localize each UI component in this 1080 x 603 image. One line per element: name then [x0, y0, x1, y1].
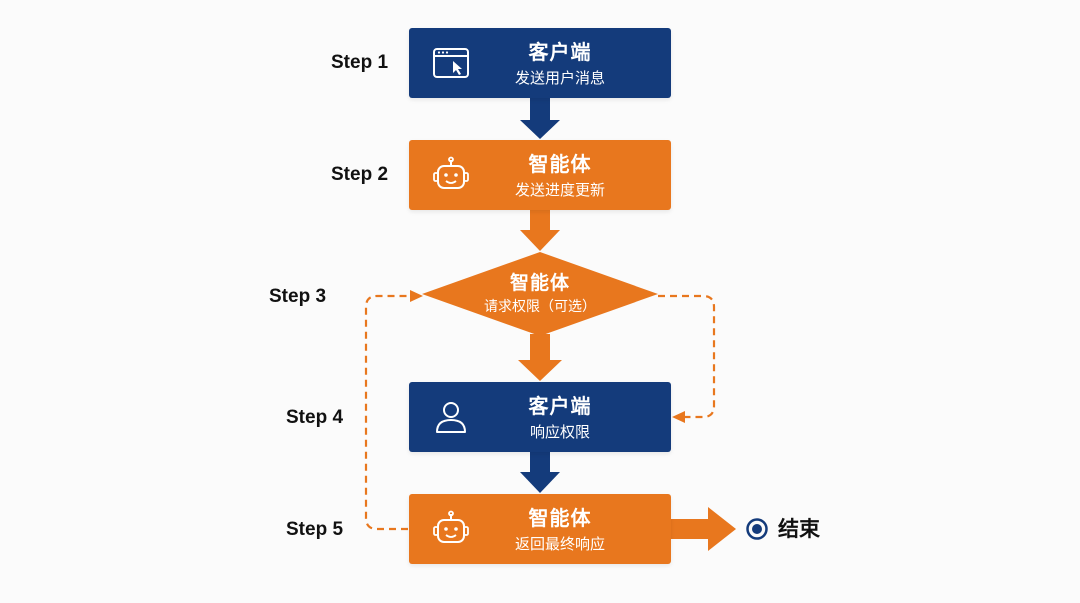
- user-icon: [436, 402, 466, 433]
- node-action: 发送用户消息: [514, 69, 605, 87]
- step-2-agent-node: 智能体 发送进度更新: [409, 140, 671, 210]
- arrow-step5-to-end: [670, 507, 736, 551]
- robot-icon: [433, 156, 469, 189]
- node-actor: 客户端: [528, 394, 592, 418]
- node-action: 返回最终响应: [514, 535, 605, 553]
- arrow-step3-to-step4: [518, 334, 562, 381]
- node-actor: 智能体: [509, 272, 570, 294]
- node-action: 发送进度更新: [514, 181, 605, 199]
- browser-window-cursor-icon: [433, 48, 469, 78]
- node-action: 响应权限: [529, 423, 590, 441]
- step-5-label: Step 5: [286, 519, 344, 540]
- arrow-step4-to-step5: [520, 452, 560, 493]
- end-label: 结束: [778, 517, 820, 541]
- arrow-step1-to-step2: [520, 98, 560, 139]
- robot-icon: [433, 510, 469, 543]
- step-3-agent-decision: 智能体 请求权限（可选）: [422, 252, 658, 336]
- dashed-loop-right: [658, 294, 716, 423]
- arrow-step2-to-step3: [520, 210, 560, 251]
- step-4-client-node: 客户端 响应权限: [409, 382, 671, 452]
- step-4-label: Step 4: [286, 407, 344, 428]
- step-3-label: Step 3: [269, 286, 327, 307]
- step-5-agent-node: 智能体 返回最终响应: [409, 494, 671, 564]
- step-2-label: Step 2: [331, 164, 389, 185]
- step-1-label: Step 1: [331, 52, 389, 73]
- node-actor: 智能体: [528, 506, 592, 530]
- dashed-loop-left: [364, 290, 423, 531]
- decision-diamond-shape: [422, 252, 658, 336]
- end-target-icon: [746, 518, 768, 540]
- node-action: 请求权限（可选）: [484, 299, 596, 315]
- step-1-client-node: 客户端 发送用户消息: [409, 28, 671, 98]
- node-actor: 智能体: [528, 152, 592, 176]
- node-actor: 客户端: [528, 40, 592, 64]
